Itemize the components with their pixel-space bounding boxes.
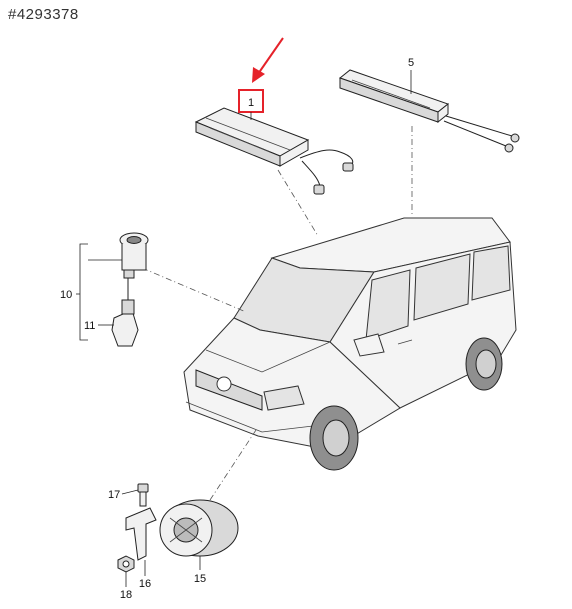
- van-illustration: [183, 217, 517, 471]
- callout-16: 16: [139, 578, 151, 590]
- callout-11: 11: [84, 320, 95, 332]
- part-15-speaker[interactable]: [159, 499, 239, 557]
- red-arrow-icon: [252, 37, 284, 83]
- part-17-bolt[interactable]: [137, 483, 149, 507]
- callout-18: 18: [120, 589, 132, 601]
- diagram-id-label: #4293378: [8, 6, 79, 23]
- callout-1: 1: [248, 97, 254, 109]
- part-16-bracket[interactable]: [125, 507, 157, 561]
- part-18-nut[interactable]: [117, 555, 135, 573]
- callout-10: 10: [60, 289, 72, 301]
- callout-5: 5: [408, 57, 414, 69]
- callout-17: 17: [108, 489, 120, 501]
- part-11-bracket[interactable]: [111, 299, 139, 347]
- part-1-control-module[interactable]: [194, 107, 354, 195]
- location-lines: [141, 126, 413, 501]
- part-5-antenna-module[interactable]: [338, 69, 520, 153]
- part-10-lock-cylinder[interactable]: [119, 232, 149, 300]
- callout-15: 15: [194, 573, 206, 585]
